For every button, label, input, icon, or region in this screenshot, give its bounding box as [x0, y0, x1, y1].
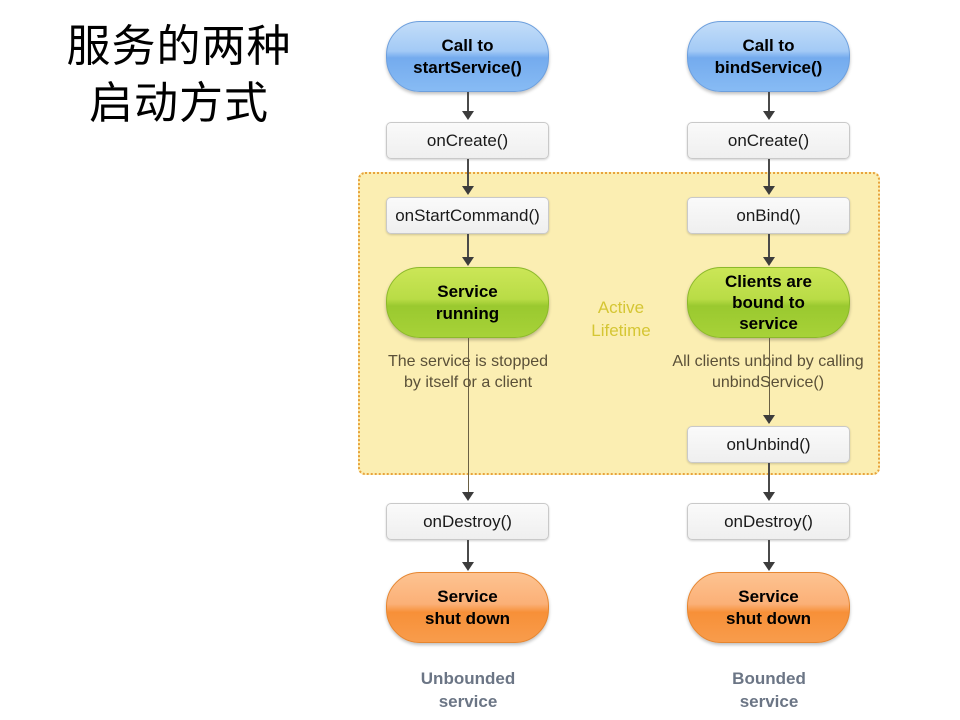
node-call-to-start-service[interactable]: Call to startService(): [386, 21, 549, 92]
node-service-shut-down-bounded[interactable]: Service shut down: [687, 572, 850, 643]
node-clients-bound-to-service[interactable]: Clients are bound to service: [687, 267, 850, 338]
node-on-unbind[interactable]: onUnbind(): [687, 426, 850, 463]
page-title: 服务的两种 启动方式: [66, 21, 292, 130]
node-on-destroy-unbounded[interactable]: onDestroy(): [386, 503, 549, 540]
active-lifetime-label: Active Lifetime: [591, 298, 651, 340]
node-on-start-command[interactable]: onStartCommand(): [386, 197, 549, 234]
caption-bounded-service: Bounded service: [732, 669, 806, 711]
note-all-clients-unbind: All clients unbind by calling unbindServ…: [672, 353, 864, 391]
caption-unbounded-service: Unbounded service: [420, 669, 516, 711]
node-service-running[interactable]: Service running: [386, 267, 549, 338]
node-call-to-bind-service[interactable]: Call to bindService(): [687, 21, 850, 92]
node-on-create-bounded[interactable]: onCreate(): [687, 122, 850, 159]
note-service-stopped: The service is stopped by itself or a cl…: [387, 353, 549, 391]
node-on-destroy-bounded[interactable]: onDestroy(): [687, 503, 850, 540]
node-on-bind[interactable]: onBind(): [687, 197, 850, 234]
node-service-shut-down-unbounded[interactable]: Service shut down: [386, 572, 549, 643]
node-on-create-unbounded[interactable]: onCreate(): [386, 122, 549, 159]
